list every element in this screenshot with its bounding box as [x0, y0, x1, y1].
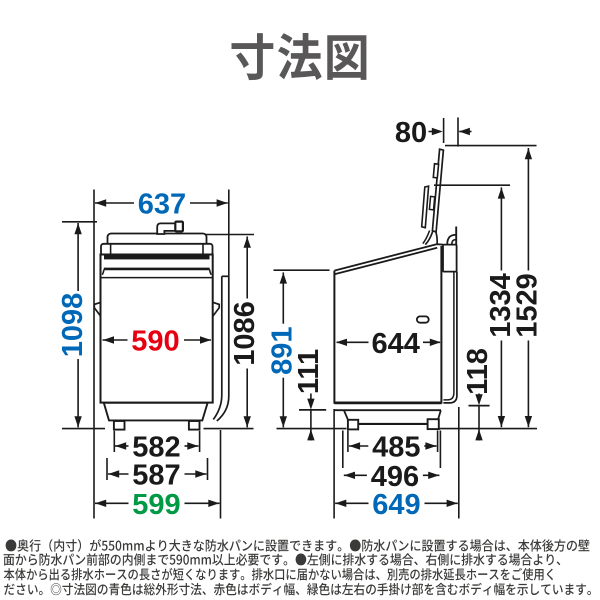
- svg-text:485: 485: [372, 432, 420, 464]
- svg-text:587: 587: [132, 460, 180, 492]
- svg-text:582: 582: [132, 432, 180, 464]
- svg-text:1529: 1529: [512, 273, 544, 338]
- svg-text:1086: 1086: [229, 301, 261, 366]
- svg-text:80: 80: [395, 117, 427, 149]
- svg-text:649: 649: [372, 489, 420, 521]
- svg-text:1098: 1098: [57, 293, 89, 358]
- svg-text:637: 637: [138, 189, 186, 221]
- svg-text:891: 891: [267, 327, 299, 375]
- svg-text:1334: 1334: [485, 273, 517, 338]
- svg-text:496: 496: [371, 461, 419, 493]
- svg-text:111: 111: [293, 349, 325, 394]
- svg-text:644: 644: [372, 328, 420, 360]
- svg-text:118: 118: [462, 348, 494, 395]
- svg-text:599: 599: [132, 489, 180, 521]
- svg-text:590: 590: [131, 326, 179, 358]
